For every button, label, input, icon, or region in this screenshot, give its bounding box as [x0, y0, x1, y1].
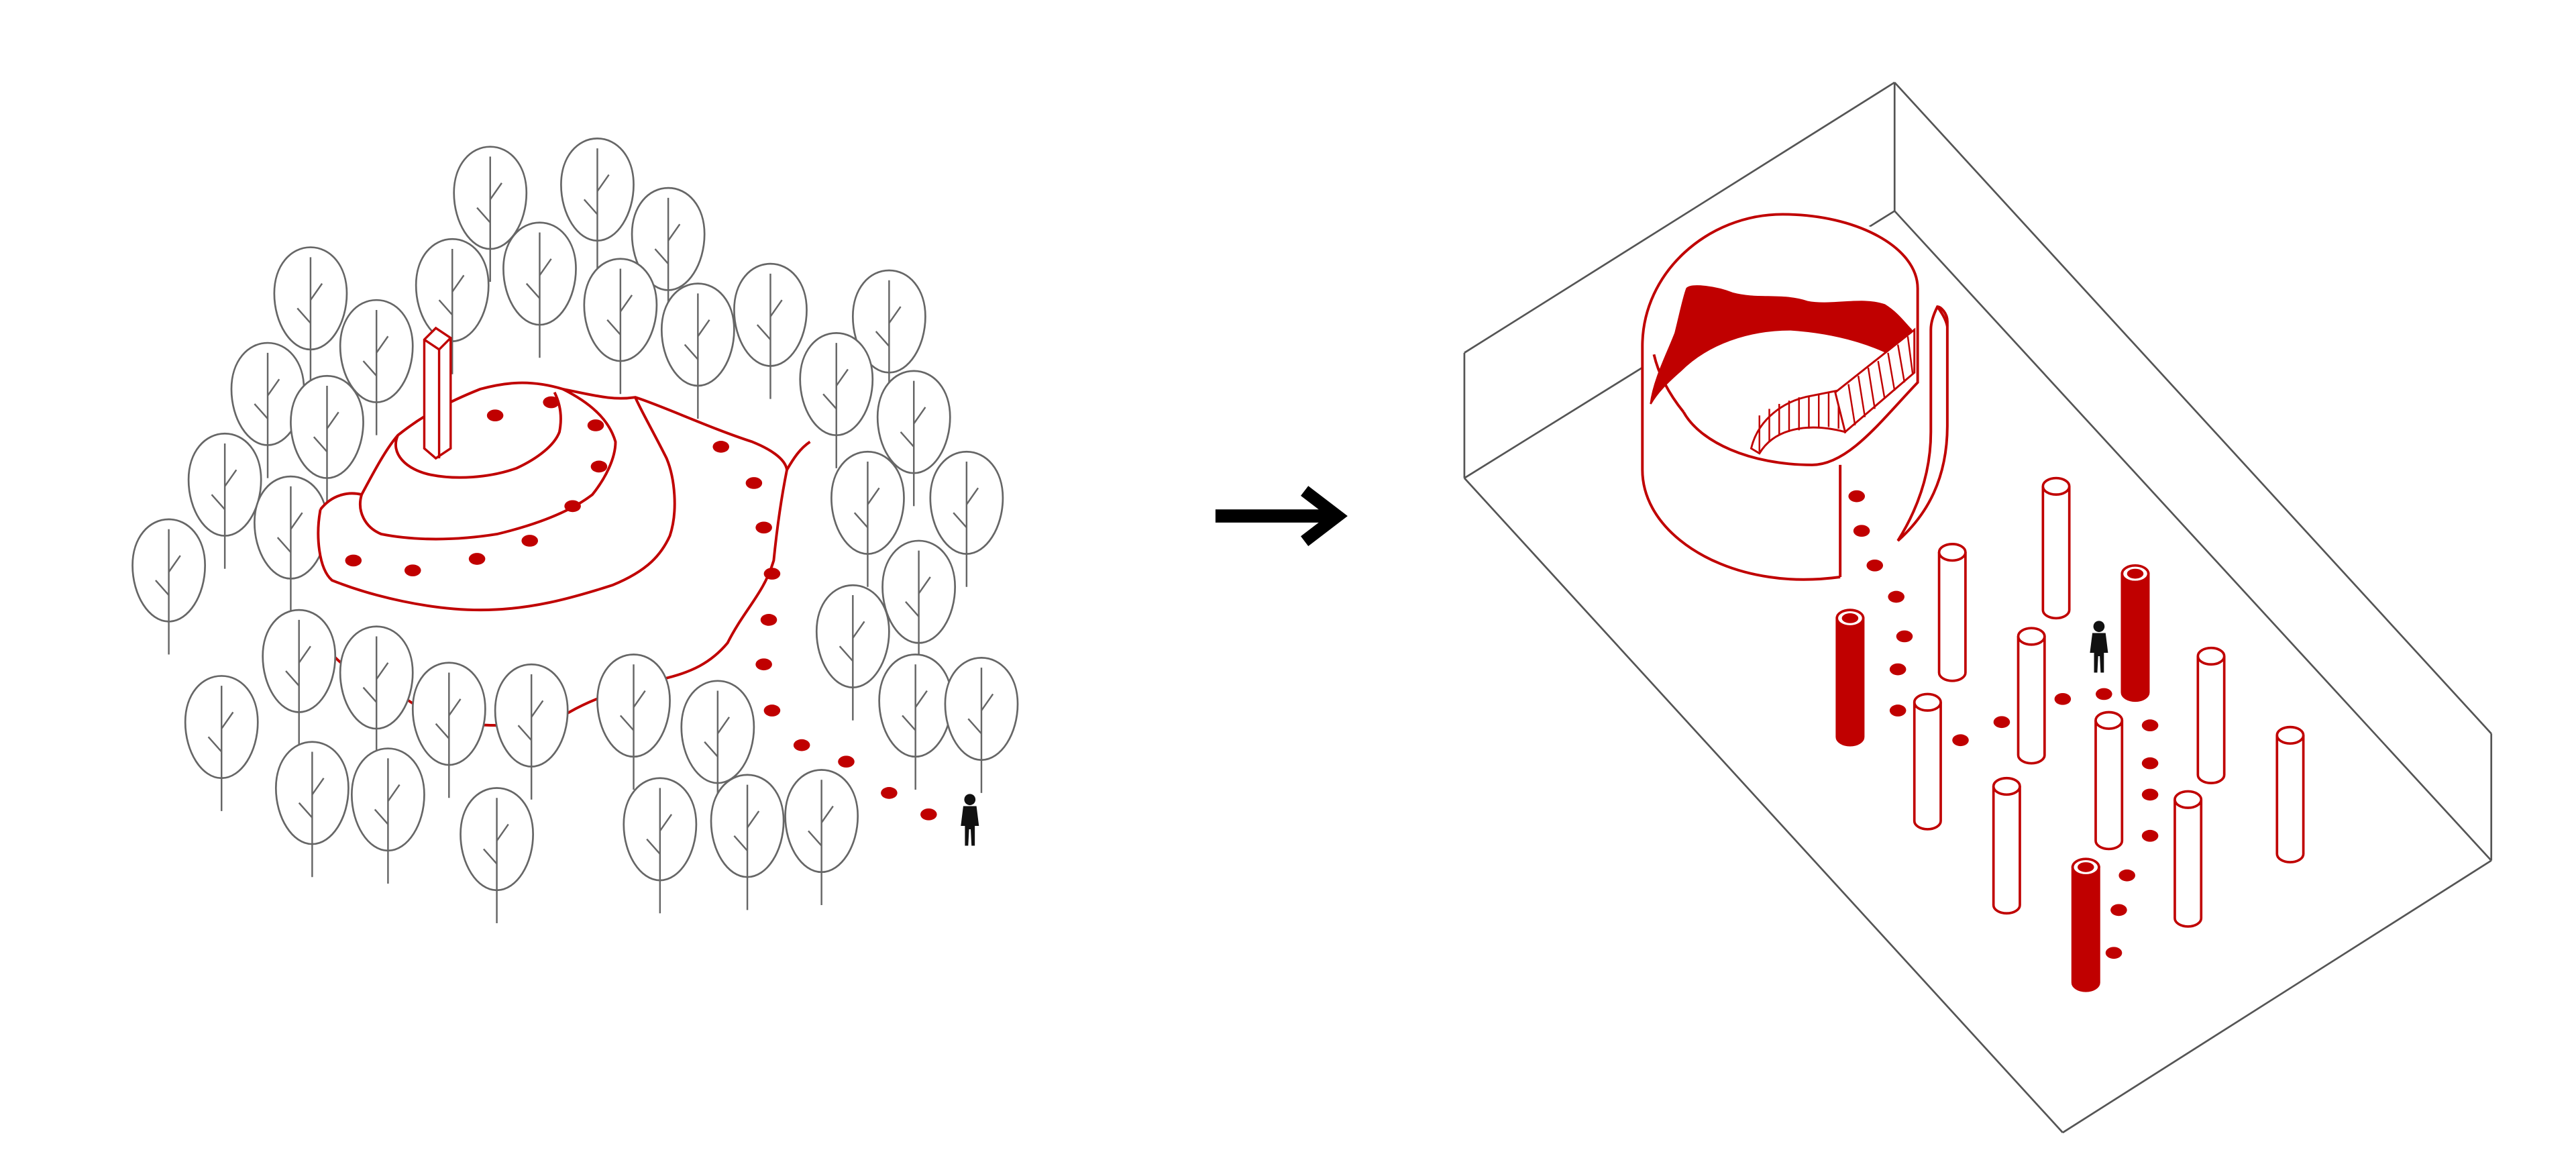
- column-icon: [2017, 627, 2046, 765]
- terraced-mound: [317, 381, 811, 729]
- column-solid-icon: [2071, 857, 2100, 992]
- tree-icon: [815, 584, 890, 722]
- tree-icon: [502, 221, 577, 359]
- column-icon: [2041, 476, 2071, 620]
- tree-icon: [596, 653, 671, 791]
- tree-icon: [350, 747, 425, 885]
- tree-icon: [660, 282, 735, 420]
- tree-icon: [131, 518, 207, 655]
- path-stones-right: [1848, 490, 2159, 959]
- column-solid-icon: [2121, 564, 2150, 702]
- forest-landscape-panel: [131, 138, 1019, 925]
- person-icon: [961, 794, 979, 846]
- column-icon: [2174, 790, 2203, 928]
- tree-icon: [944, 657, 1019, 794]
- column-icon: [1913, 692, 1942, 831]
- tree-icon: [460, 787, 534, 925]
- room-box: [1463, 81, 2493, 1134]
- tree-icon: [274, 741, 350, 878]
- column-solid-icon: [1835, 609, 1865, 747]
- tree-icon: [583, 258, 658, 395]
- cylinder-room: [1641, 213, 1949, 581]
- tree-icon: [623, 777, 698, 914]
- tree-icon: [411, 662, 486, 799]
- columns: [1835, 476, 2305, 992]
- tree-icon: [494, 663, 569, 801]
- tree-icon: [733, 262, 808, 400]
- column-icon: [1992, 776, 2021, 915]
- tree-icon: [339, 625, 414, 763]
- tree-icon: [262, 609, 337, 746]
- tree-icon: [878, 653, 953, 791]
- monolith-icon: [423, 326, 452, 460]
- tree-icon: [799, 331, 874, 470]
- column-icon: [2094, 711, 2124, 851]
- column-icon: [1937, 543, 1967, 682]
- tree-icon: [784, 769, 859, 906]
- person-icon: [2090, 621, 2108, 673]
- path-stones-left: [345, 396, 937, 821]
- tree-icon: [710, 774, 785, 911]
- column-icon: [2275, 725, 2305, 863]
- interior-installation-panel: [1463, 81, 2493, 1134]
- column-icon: [2196, 646, 2226, 784]
- tree-icon: [254, 475, 328, 613]
- arrow-right-icon: [1215, 486, 1348, 546]
- tree-icon: [184, 675, 259, 812]
